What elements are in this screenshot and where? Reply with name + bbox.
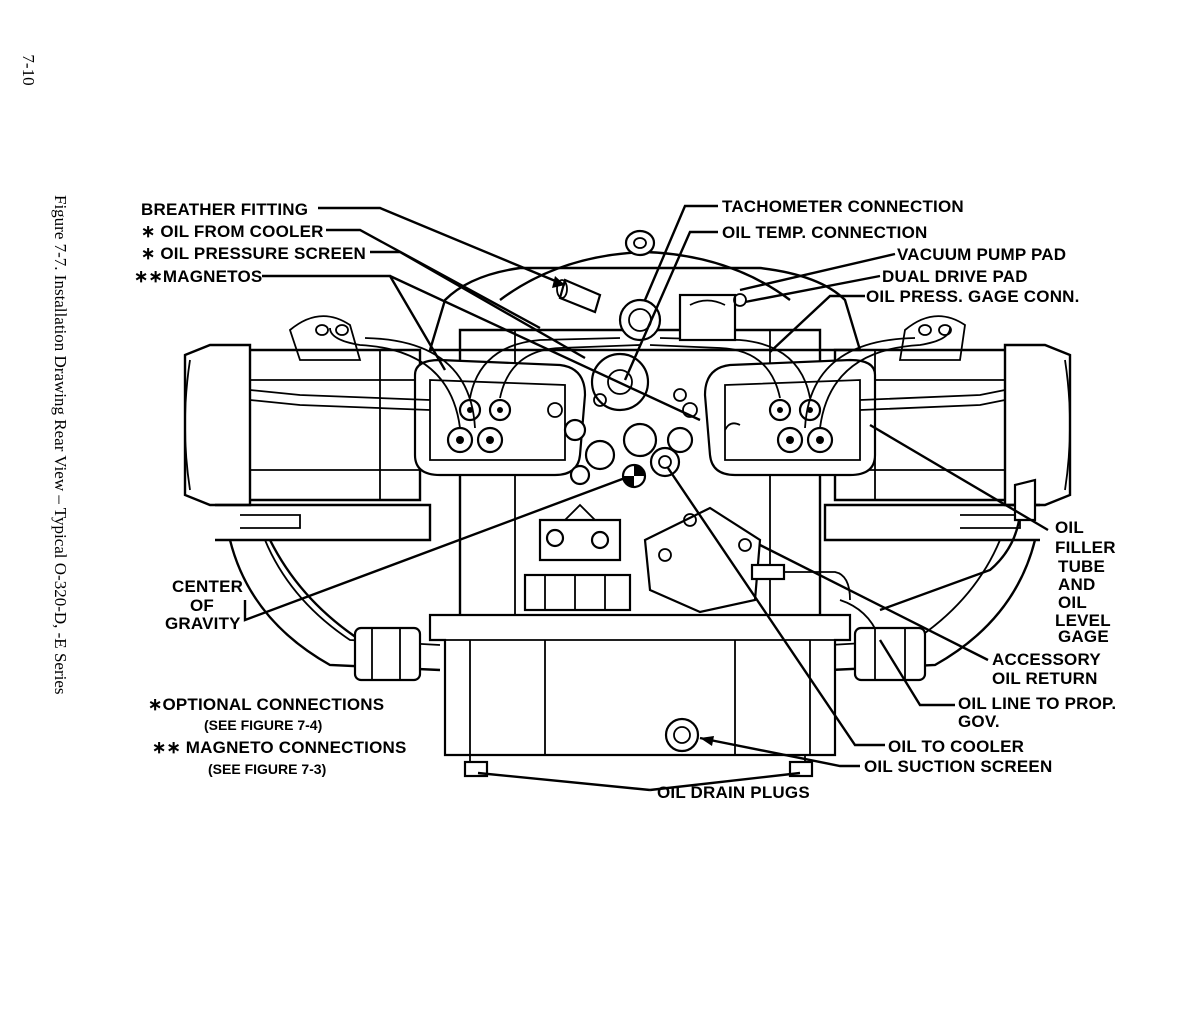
label-see-figure-7-3: (SEE FIGURE 7-3) — [208, 761, 326, 777]
label-oil-filler-line3: TUBE — [1058, 557, 1105, 576]
label-oil-filler-line7: GAGE — [1058, 627, 1109, 646]
label-center-line1: CENTER — [172, 577, 243, 596]
label-accessory-line2: OIL RETURN — [992, 669, 1098, 688]
label-oil-from-cooler: ∗ OIL FROM COOLER — [141, 222, 324, 241]
label-oil-filler-line6: LEVEL — [1055, 611, 1111, 630]
engine-illustration — [183, 229, 1072, 778]
label-accessory-line1: ACCESSORY — [992, 650, 1101, 669]
label-optional-connections: ∗OPTIONAL CONNECTIONS — [148, 695, 384, 714]
label-tachometer-connection: TACHOMETER CONNECTION — [722, 197, 964, 216]
label-oil-line-prop-line1: OIL LINE TO PROP. — [958, 694, 1116, 713]
label-oil-filler-line4: AND — [1058, 575, 1095, 594]
label-vacuum-pump-pad: VACUUM PUMP PAD — [897, 245, 1066, 264]
label-oil-line-prop-line2: GOV. — [958, 712, 1000, 731]
label-center-line3: GRAVITY — [165, 614, 241, 633]
leader-lines — [243, 204, 1049, 792]
callout-labels: BREATHER FITTING ∗ OIL FROM COOLER ∗ OIL… — [134, 197, 1116, 802]
label-see-figure-7-4: (SEE FIGURE 7-4) — [204, 717, 322, 733]
label-oil-drain-plugs: OIL DRAIN PLUGS — [657, 783, 810, 802]
label-oil-filler-line2: FILLER — [1055, 538, 1116, 557]
label-oil-to-cooler: OIL TO COOLER — [888, 737, 1024, 756]
label-center-line2: OF — [190, 596, 214, 615]
label-oil-press-gage-conn: OIL PRESS. GAGE CONN. — [866, 287, 1080, 306]
label-oil-pressure-screen: ∗ OIL PRESSURE SCREEN — [141, 244, 366, 263]
label-oil-suction-screen: OIL SUCTION SCREEN — [864, 757, 1052, 776]
label-magneto-connections: ∗∗ MAGNETO CONNECTIONS — [152, 738, 407, 757]
label-oil-temp-connection: OIL TEMP. CONNECTION — [722, 223, 928, 242]
label-oil-filler-line1: OIL — [1055, 518, 1084, 537]
label-magnetos: ∗∗MAGNETOS — [134, 267, 262, 286]
label-breather-fitting: BREATHER FITTING — [141, 200, 308, 219]
label-dual-drive-pad: DUAL DRIVE PAD — [882, 267, 1028, 286]
label-oil-filler-line5: OIL — [1058, 593, 1087, 612]
